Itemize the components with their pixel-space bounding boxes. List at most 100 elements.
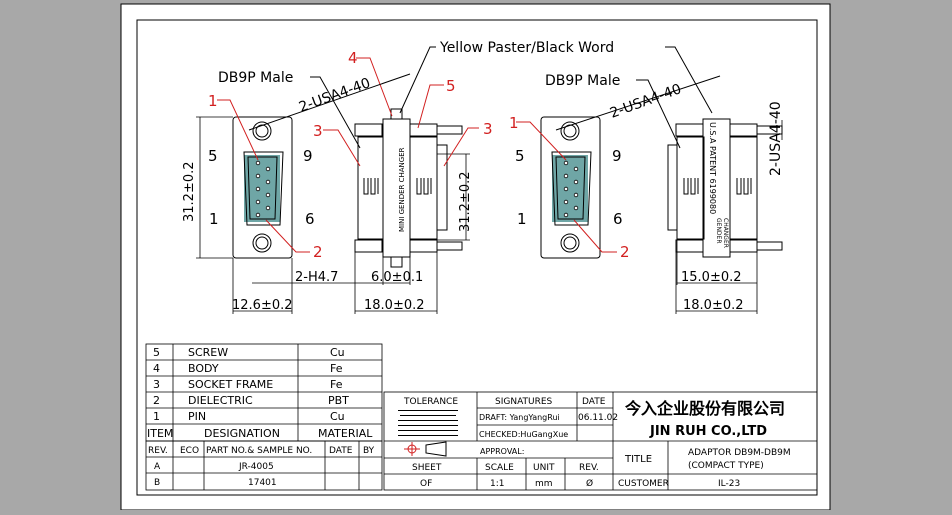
title-block-text: TOLERANCE SIGNATURES DATE DRAFT: YangYan… [403, 397, 791, 489]
svg-text:5: 5 [515, 147, 525, 165]
svg-text:Fe: Fe [330, 378, 343, 391]
dim-12-6: 12.6±0.2 [232, 298, 293, 313]
svg-text:(COMPACT TYPE): (COMPACT TYPE) [688, 461, 764, 471]
svg-text:Fe: Fe [330, 362, 343, 375]
dim-15-0: 15.0±0.2 [681, 270, 742, 285]
svg-text:ADAPTOR DB9M-DB9M: ADAPTOR DB9M-DB9M [688, 448, 791, 458]
title-block [383, 391, 818, 491]
label-usa-vertical: 2-USA4-40 [768, 101, 784, 176]
svg-text:APPROVAL:: APPROVAL: [480, 447, 524, 456]
svg-text:U.S.A PATENT 6199080: U.S.A PATENT 6199080 [708, 122, 717, 214]
pin-grid [255, 160, 271, 218]
svg-text:06.11.02: 06.11.02 [578, 413, 618, 423]
svg-text:OF: OF [420, 479, 432, 489]
projection-symbol [404, 441, 447, 457]
svg-text:Cu: Cu [330, 346, 345, 359]
svg-text:17401: 17401 [248, 478, 277, 488]
svg-text:BODY: BODY [188, 362, 219, 375]
svg-text:mm: mm [535, 479, 553, 489]
svg-text:SIGNATURES: SIGNATURES [495, 397, 553, 407]
tolerance-table [398, 410, 458, 436]
callout-4: 4 [348, 49, 358, 67]
side-view-left [354, 108, 463, 268]
dim-31-2-right: 31.2±0.2 [458, 171, 473, 232]
label-db9p-right: DB9P Male [545, 73, 620, 89]
svg-text:2: 2 [153, 394, 160, 407]
svg-text:ECO: ECO [180, 446, 199, 456]
svg-text:1: 1 [517, 210, 527, 228]
svg-text:CHECKED:HuGangXue: CHECKED:HuGangXue [479, 430, 568, 439]
revision-text: REV. ECO PART NO.& SAMPLE NO. DATE BY A … [148, 446, 375, 488]
svg-text:UNIT: UNIT [533, 463, 555, 473]
svg-text:6: 6 [305, 210, 315, 228]
svg-text:1:1: 1:1 [490, 479, 504, 489]
revision-table [145, 440, 383, 491]
company-name-en: JIN RUH CO.,LTD [649, 424, 767, 439]
bom-table [145, 343, 383, 442]
svg-text:ITEM: ITEM [147, 427, 173, 440]
svg-text:DRAFT: YangYangRui: DRAFT: YangYangRui [479, 413, 560, 422]
svg-text:5: 5 [153, 346, 160, 359]
side-view-right [667, 118, 783, 258]
dim-side-left [252, 153, 470, 314]
bom-text: 5 SCREW Cu 4 BODY Fe 3 SOCKET FRAME Fe 2… [147, 346, 373, 440]
svg-text:3: 3 [153, 378, 160, 391]
dim-side-right [675, 120, 783, 314]
pin-labels: 5 9 1 6 5 9 1 6 [208, 147, 623, 228]
svg-text:9: 9 [303, 147, 313, 165]
dim-31-2-left: 31.2±0.2 [182, 161, 197, 222]
svg-text:5: 5 [208, 147, 218, 165]
svg-text:9: 9 [612, 147, 622, 165]
svg-text:A: A [154, 462, 161, 472]
callout-3-left: 3 [313, 122, 323, 140]
callout-2-right: 2 [620, 243, 630, 261]
label-db9p-left: DB9P Male [218, 70, 293, 86]
dimension-labels: 31.2±0.2 31.2±0.2 2-H4.7 12.6±0.2 6.0±0.… [182, 161, 744, 313]
svg-text:PIN: PIN [188, 410, 206, 423]
front-view-left [232, 116, 293, 259]
callout-1-left: 1 [208, 92, 218, 110]
red-leaders [217, 57, 617, 253]
svg-text:CHANGER: CHANGER [722, 218, 729, 248]
svg-text:B: B [154, 478, 160, 488]
svg-text:PBT: PBT [328, 394, 349, 407]
inner-border [136, 19, 818, 496]
svg-text:REV.: REV. [579, 463, 599, 473]
svg-text:DATE: DATE [582, 397, 606, 407]
svg-text:6: 6 [613, 210, 623, 228]
svg-text:4: 4 [153, 362, 160, 375]
svg-text:PART NO.& SAMPLE NO.: PART NO.& SAMPLE NO. [206, 446, 312, 456]
svg-text:JR-4005: JR-4005 [238, 462, 274, 472]
svg-text:CUSTOMER: CUSTOMER [618, 479, 669, 489]
svg-text:Cu: Cu [330, 410, 345, 423]
dim-18-0-right: 18.0±0.2 [683, 298, 744, 313]
svg-text:DESIGNATION: DESIGNATION [204, 427, 280, 440]
svg-text:GENDER: GENDER [715, 218, 722, 244]
svg-text:1: 1 [209, 210, 219, 228]
company-name-cn: 今入企业股份有限公司 [624, 399, 785, 418]
note-yellow-paster: Yellow Paster/Black Word [439, 40, 614, 56]
svg-text:MATERIAL: MATERIAL [318, 427, 373, 440]
svg-text:Ø: Ø [586, 478, 593, 489]
svg-text:REV.: REV. [148, 446, 168, 456]
svg-text:MINI GENDER CHANGER: MINI GENDER CHANGER [398, 147, 406, 232]
callout-2-left: 2 [313, 243, 323, 261]
svg-text:DATE: DATE [329, 446, 353, 456]
svg-text:SCREW: SCREW [188, 346, 228, 359]
body-markings: MINI GENDER CHANGER U.S.A PATENT 6199080… [398, 122, 729, 248]
dim-18-0-left: 18.0±0.2 [364, 298, 425, 313]
svg-text:IL-23: IL-23 [718, 479, 740, 489]
black-leaders [248, 46, 721, 149]
callout-1-right: 1 [509, 114, 519, 132]
dim-2-h4-7: 2-H4.7 [295, 270, 338, 285]
svg-text:TOLERANCE: TOLERANCE [403, 397, 458, 407]
svg-text:DIELECTRIC: DIELECTRIC [188, 394, 253, 407]
callout-3-right: 3 [483, 120, 493, 138]
svg-text:SCALE: SCALE [485, 463, 514, 473]
svg-text:SHEET: SHEET [412, 463, 442, 473]
flange-outline [232, 116, 293, 259]
callout-numbers: 1 2 3 4 5 3 1 2 [208, 49, 630, 261]
dim-6-0: 6.0±0.1 [371, 270, 423, 285]
